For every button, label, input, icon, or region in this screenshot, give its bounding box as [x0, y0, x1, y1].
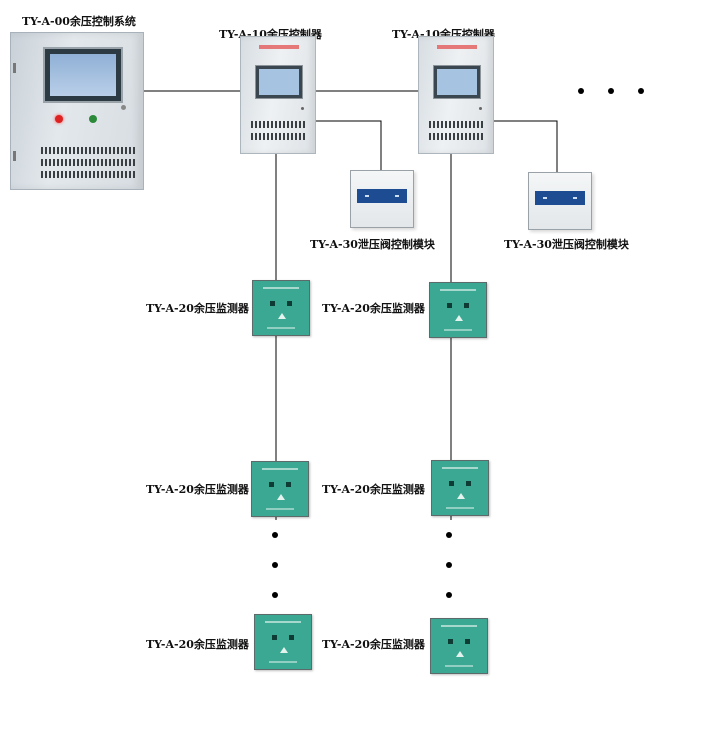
controller-display [433, 65, 481, 99]
module-indicator-strip [357, 189, 407, 203]
cabinet-hinge [13, 63, 16, 73]
residual-pressure-controller-1 [240, 36, 316, 154]
valve-module-2-label: TY-A-30泄压阀控制模块 [504, 238, 629, 251]
touch-screen-display [43, 47, 123, 103]
residual-pressure-monitor [252, 280, 310, 336]
door-lock-icon [121, 105, 126, 110]
monitor-label: TY-A-20余压监测器 [146, 638, 249, 651]
residual-pressure-monitor [430, 618, 488, 674]
link-controller-2-to-valve-2 [492, 120, 558, 172]
monitor-label: TY-A-20余压监测器 [322, 302, 425, 315]
door-lock-icon [301, 107, 304, 110]
brand-plate [437, 45, 477, 49]
cabinet-vents [41, 147, 135, 178]
continuation-dot [272, 562, 278, 568]
monitor-label: TY-A-20余压监测器 [322, 638, 425, 651]
relief-valve-control-module-1 [350, 170, 414, 228]
controller-display [255, 65, 303, 99]
continuation-dot [272, 532, 278, 538]
controller-vents [251, 121, 305, 140]
relief-valve-control-module-2 [528, 172, 592, 230]
residual-pressure-monitor [431, 460, 489, 516]
brand-plate [259, 45, 299, 49]
residual-pressure-monitor [251, 461, 309, 517]
main-control-cabinet [10, 32, 144, 190]
continuation-dot [446, 562, 452, 568]
alarm-lamp-icon [55, 115, 63, 123]
door-lock-icon [479, 107, 482, 110]
cabinet-hinge [13, 151, 16, 161]
monitor-label: TY-A-20余压监测器 [146, 302, 249, 315]
continuation-dot [638, 88, 644, 94]
monitor-label: TY-A-20余压监测器 [322, 483, 425, 496]
power-lamp-icon [89, 115, 97, 123]
main-system-label: TY-A-00余压控制系统 [22, 15, 136, 28]
valve-module-1-label: TY-A-30泄压阀控制模块 [310, 238, 435, 251]
module-indicator-strip [535, 191, 585, 205]
continuation-dot [272, 592, 278, 598]
monitor-label: TY-A-20余压监测器 [146, 483, 249, 496]
residual-pressure-controller-2 [418, 36, 494, 154]
controller-vents [429, 121, 483, 140]
continuation-dot [608, 88, 614, 94]
continuation-dot [578, 88, 584, 94]
continuation-dot [446, 592, 452, 598]
continuation-dot [446, 532, 452, 538]
residual-pressure-monitor [254, 614, 312, 670]
link-controller-1-to-valve-1 [315, 120, 382, 170]
residual-pressure-monitor [429, 282, 487, 338]
